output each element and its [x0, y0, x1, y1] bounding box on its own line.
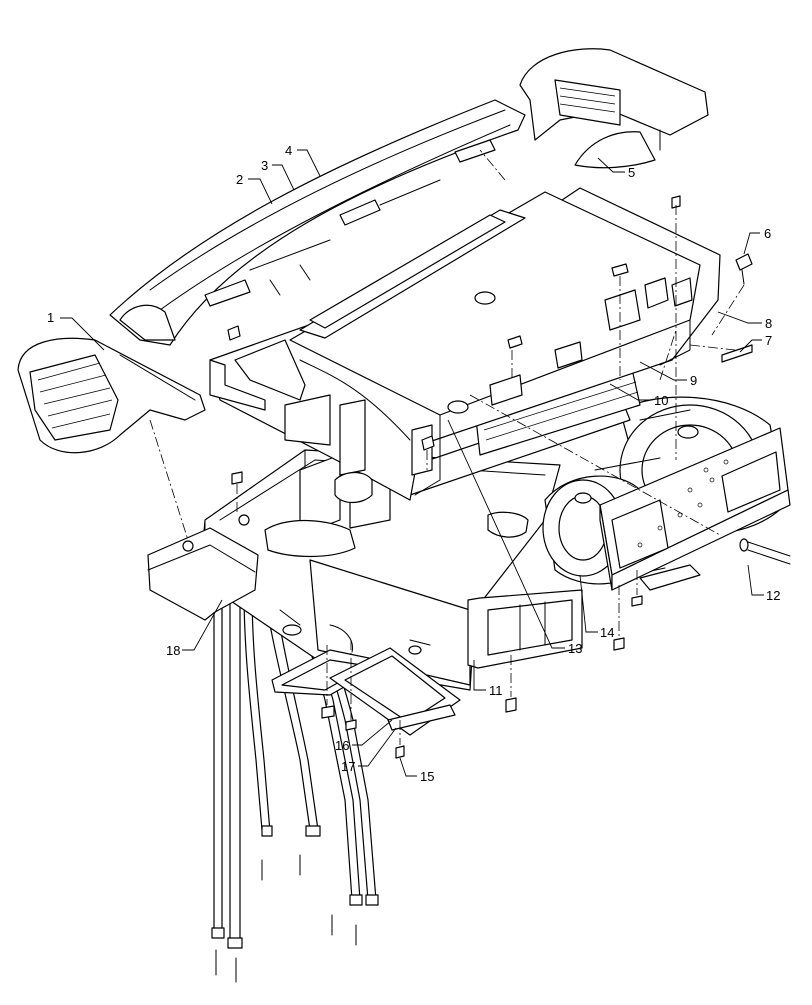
- leader-lines: [60, 149, 764, 777]
- callout-15: 15: [420, 769, 434, 784]
- left-bracket: [147, 514, 259, 621]
- callout-18: 18: [166, 643, 180, 658]
- left-vent-outlet: [17, 337, 206, 454]
- callout-5: 5: [628, 165, 635, 180]
- callout-3: 3: [261, 158, 268, 173]
- callout-13: 13: [568, 641, 582, 656]
- tray-end-frame: [467, 589, 583, 669]
- callout-8: 8: [765, 316, 772, 331]
- callout-11: 11: [489, 683, 503, 698]
- callout-6: 6: [764, 226, 771, 241]
- callout-10: 10: [654, 393, 668, 408]
- fasteners: [227, 195, 791, 759]
- center-air-duct: [109, 99, 526, 346]
- callout-12: 12: [766, 588, 780, 603]
- blower-mounting-plate: [599, 427, 791, 591]
- callout-14: 14: [600, 625, 614, 640]
- assembly-guide-lines: [149, 149, 745, 745]
- callout-7: 7: [765, 333, 772, 348]
- callout-16: 16: [335, 738, 349, 753]
- callout-1: 1: [47, 310, 54, 325]
- callout-9: 9: [690, 373, 697, 388]
- right-vent-outlet: [519, 48, 709, 169]
- callout-labels: 1 2 3 4 5 6 7 8 9 10 11 12 13 14 15 16 1…: [47, 143, 780, 784]
- callout-2: 2: [236, 172, 243, 187]
- callout-17: 17: [341, 759, 355, 774]
- callout-4: 4: [285, 143, 292, 158]
- bottom-brackets: [271, 647, 461, 736]
- main-cover: [209, 187, 721, 558]
